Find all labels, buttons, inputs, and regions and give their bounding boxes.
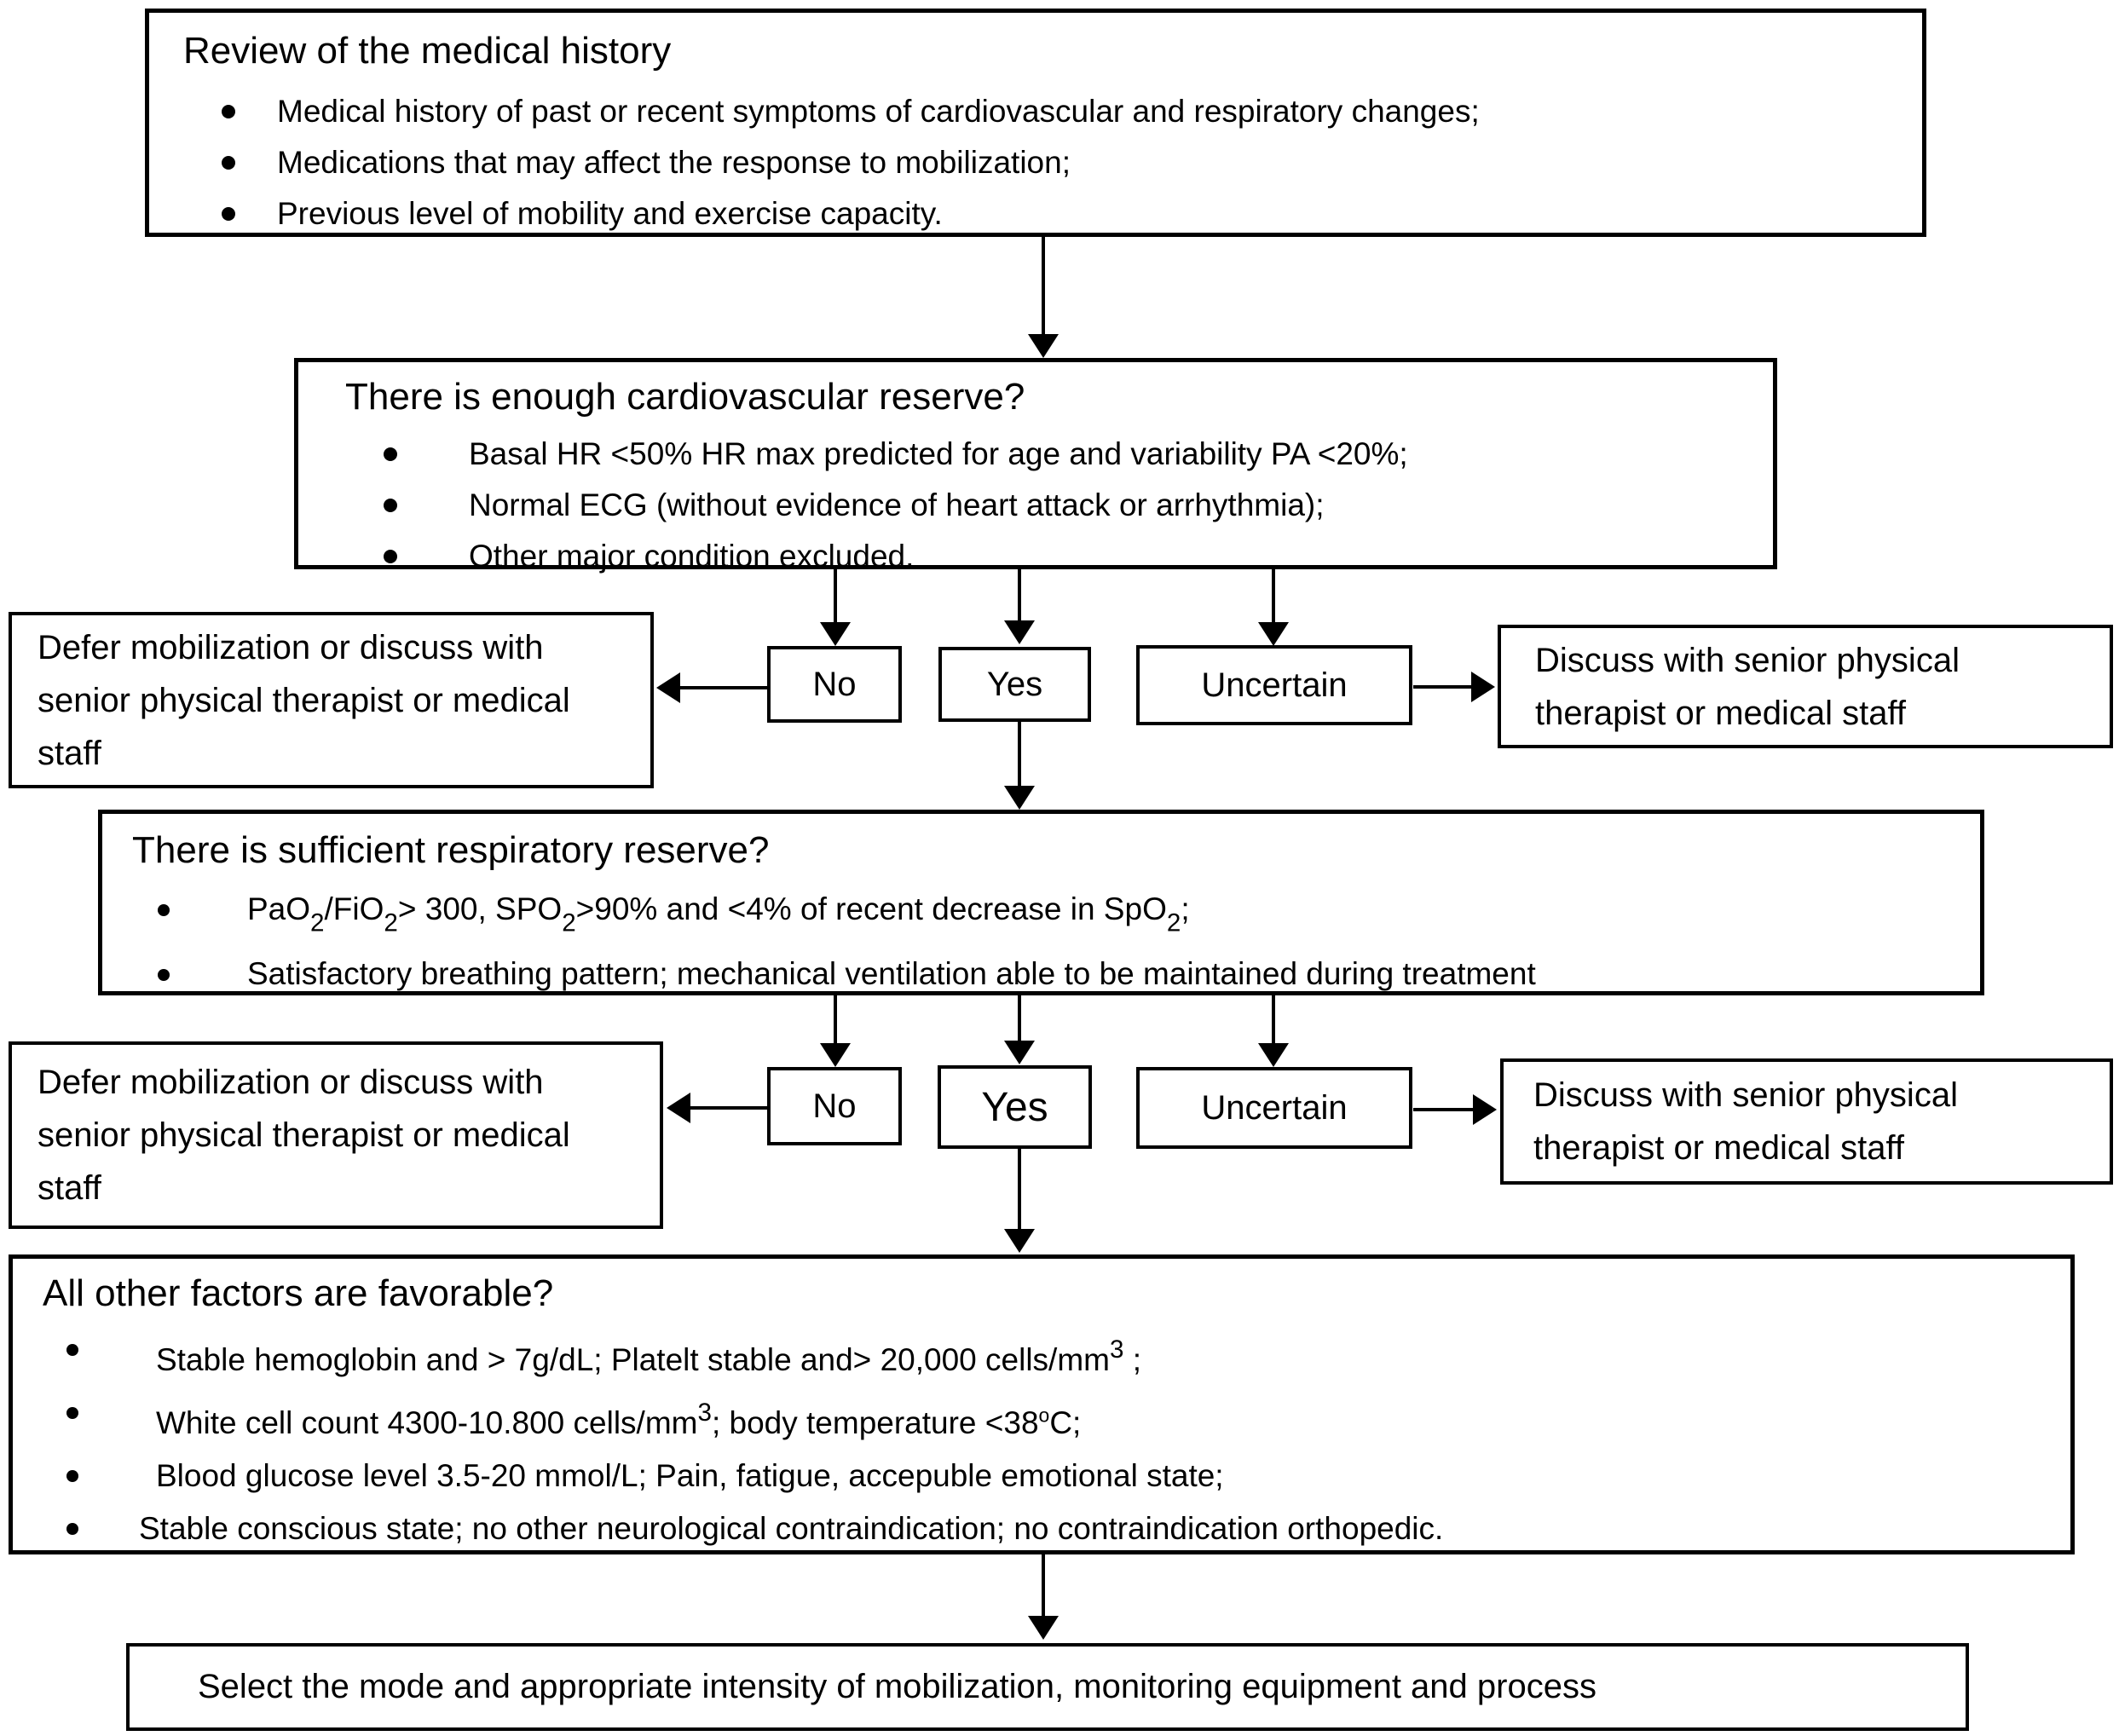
decision-yes-1: Yes (938, 647, 1091, 722)
arrow-left-head (667, 1093, 690, 1123)
respiratory-title: There is sufficient respiratory reserve? (132, 829, 770, 871)
bullet-text: Satisfactory breathing pattern; mechanic… (247, 956, 1536, 992)
arrow-down-head (1028, 1616, 1059, 1640)
arrow-down-head (1258, 1043, 1289, 1067)
discuss-text: Discuss with senior physical therapist o… (1533, 1076, 1958, 1167)
respiratory-box: There is sufficient respiratory reserve?… (98, 810, 1984, 995)
arrow-left-head (656, 672, 680, 703)
arrow-down-head (1004, 1229, 1035, 1253)
bullet-text: Normal ECG (without evidence of heart at… (469, 487, 1325, 522)
arrow-down-head (820, 1043, 851, 1067)
defer-box-1: Defer mobilization or discuss with senio… (9, 612, 654, 788)
decision-uncertain-2: Uncertain (1136, 1067, 1412, 1149)
factors-bullet: Stable conscious state; no other neurolo… (66, 1502, 2070, 1555)
cardio-bullet: Normal ECG (without evidence of heart at… (384, 480, 1773, 531)
discuss-box-2: Discuss with senior physical therapist o… (1500, 1058, 2113, 1185)
decision-uncertain-1: Uncertain (1136, 645, 1412, 725)
arrow-right-stem (1413, 1108, 1473, 1111)
bullet-text: Stable conscious state; no other neurolo… (139, 1510, 1444, 1546)
cardio-bullet: Other major condition excluded. (384, 531, 1773, 582)
bullet-text: Basal HR <50% HR max predicted for age a… (469, 436, 1408, 471)
bullet-text: Medical history of past or recent sympto… (277, 94, 1480, 129)
respiratory-bullet: Satisfactory breathing pattern; mechanic… (158, 949, 1980, 1000)
decision-label: Yes (981, 1084, 1048, 1130)
arrow-down-stem (1042, 1554, 1045, 1618)
decision-label: Uncertain (1201, 666, 1348, 704)
factors-bullet: Blood glucose level 3.5-20 mmol/L; Pain,… (66, 1450, 2070, 1502)
arrow-right-head (1473, 1094, 1497, 1125)
review-title: Review of the medical history (183, 30, 672, 72)
cardio-box: There is enough cardiovascular reserve? … (294, 358, 1777, 574)
arrow-down-stem (834, 569, 837, 624)
bullet-text: Blood glucose level 3.5-20 mmol/L; Pain,… (156, 1457, 1224, 1493)
bullet-text: Stable hemoglobin and > 7g/dL; Platelt s… (156, 1335, 1141, 1377)
decision-label: No (812, 665, 857, 703)
defer-text: Defer mobilization or discuss with senio… (38, 628, 570, 772)
arrow-down-stem (1018, 995, 1021, 1042)
defer-box-2: Defer mobilization or discuss with senio… (9, 1041, 663, 1229)
bullet-text: Other major condition excluded. (469, 539, 915, 574)
factors-bullet: White cell count 4300-10.800 cells/mm3; … (66, 1387, 2070, 1450)
review-box: Review of the medical history Medical hi… (145, 9, 1926, 237)
arrow-down-head (820, 622, 851, 646)
bullet-text: Medications that may affect the response… (277, 145, 1071, 180)
arrow-down-head (1028, 334, 1059, 358)
arrow-down-head (1258, 622, 1289, 646)
decision-label: Uncertain (1201, 1088, 1348, 1127)
decision-yes-2: Yes (938, 1065, 1092, 1149)
factors-title: All other factors are favorable? (43, 1272, 554, 1314)
bullet-text: PaO2/FiO2> 300, SPO2>90% and <4% of rece… (247, 891, 1190, 937)
discuss-box-1: Discuss with senior physical therapist o… (1498, 625, 2113, 748)
arrow-down-stem (834, 995, 837, 1045)
decision-no-1: No (767, 646, 902, 723)
factors-bullet: Stable hemoglobin and > 7g/dL; Platelt s… (66, 1324, 2070, 1387)
bullet-text: Previous level of mobility and exercise … (277, 196, 943, 231)
review-bullet: Previous level of mobility and exercise … (222, 188, 1922, 239)
decision-label: No (812, 1087, 857, 1125)
respiratory-bullet: PaO2/FiO2> 300, SPO2>90% and <4% of rece… (158, 884, 1980, 949)
bullet-text: White cell count 4300-10.800 cells/mm3; … (156, 1398, 1082, 1440)
cardio-title: There is enough cardiovascular reserve? (345, 376, 1025, 418)
arrow-down-head (1004, 1041, 1035, 1064)
arrow-right-head (1471, 672, 1495, 702)
select-text: Select the mode and appropriate intensit… (198, 1668, 1596, 1705)
arrow-right-stem (1413, 685, 1471, 689)
arrow-left-stem (690, 1106, 767, 1110)
arrow-left-stem (680, 686, 767, 689)
arrow-down-head (1004, 620, 1035, 644)
defer-text: Defer mobilization or discuss with senio… (38, 1064, 570, 1207)
select-box: Select the mode and appropriate intensit… (126, 1643, 1969, 1731)
arrow-down-stem (1018, 569, 1021, 622)
decision-no-2: No (767, 1067, 902, 1145)
arrow-down-stem (1018, 1149, 1021, 1231)
arrow-down-stem (1272, 569, 1275, 624)
review-bullet: Medications that may affect the response… (222, 137, 1922, 188)
arrow-down-head (1004, 786, 1035, 810)
arrow-down-stem (1042, 237, 1045, 336)
decision-label: Yes (986, 665, 1043, 703)
cardio-bullet: Basal HR <50% HR max predicted for age a… (384, 429, 1773, 480)
arrow-down-stem (1018, 722, 1021, 787)
arrow-down-stem (1272, 995, 1275, 1045)
discuss-text: Discuss with senior physical therapist o… (1535, 641, 1960, 732)
review-bullet: Medical history of past or recent sympto… (222, 86, 1922, 137)
factors-box: All other factors are favorable? Stable … (9, 1254, 2075, 1554)
